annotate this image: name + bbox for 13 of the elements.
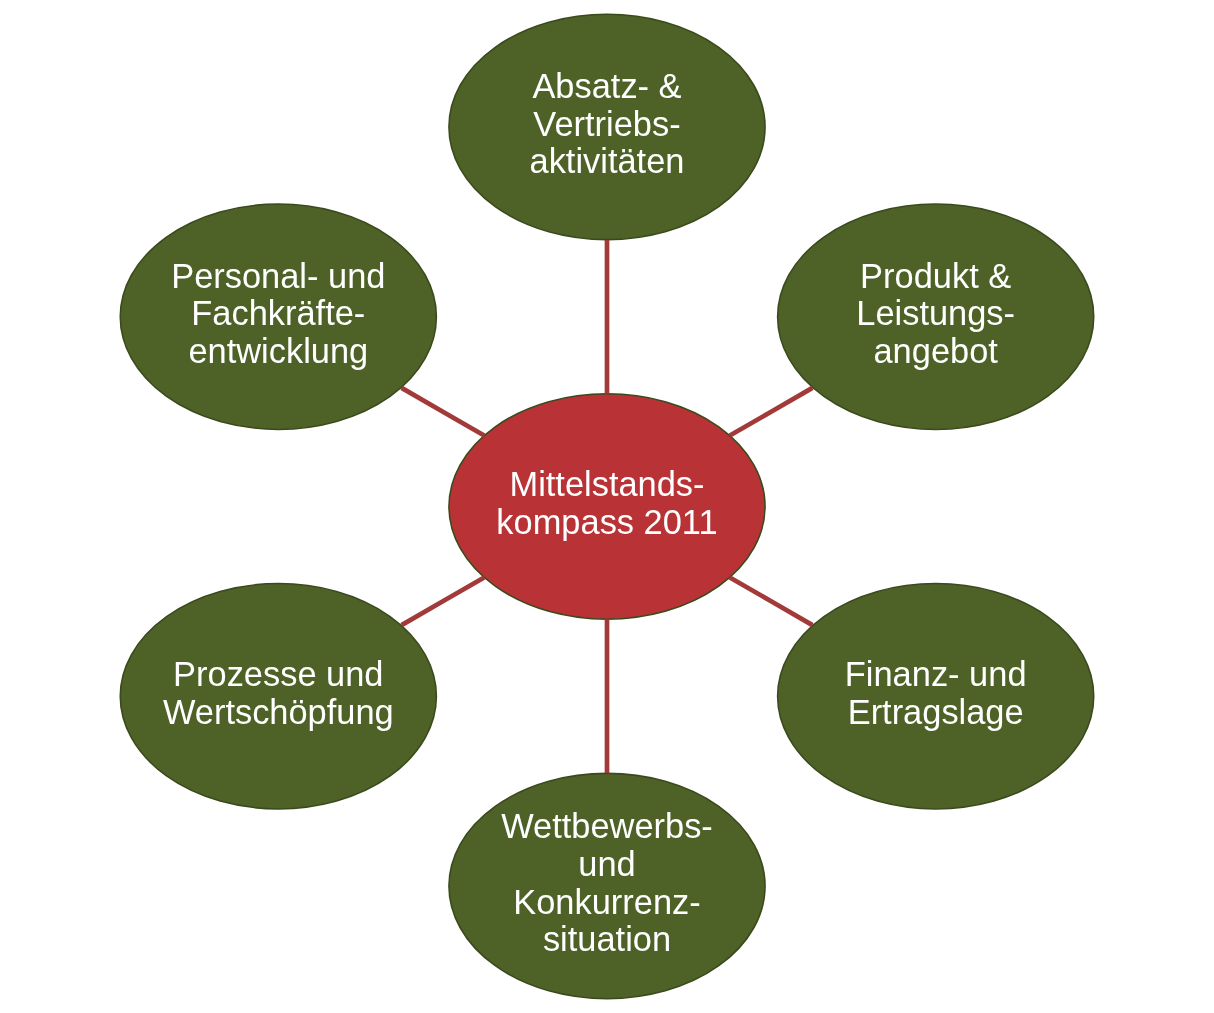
connector <box>728 575 814 628</box>
node-ellipse: Wettbewerbs- und Konkurrenz- situation <box>448 772 766 1000</box>
node-ellipse: Finanz- und Ertragslage <box>776 582 1095 810</box>
connector <box>728 385 814 438</box>
node-ellipse: Produkt & Leistungs- angebot <box>776 203 1095 431</box>
node-ellipse: Mittelstands- kompass 2011 <box>448 393 766 620</box>
node-ellipse: Prozesse und Wertschöpfung <box>119 582 438 810</box>
node-ellipse: Absatz- & Vertriebs- aktivitäten <box>448 13 766 241</box>
node-ellipse: Personal- und Fachkräfte- entwicklung <box>119 203 438 431</box>
connector <box>400 385 486 438</box>
connector <box>604 619 610 773</box>
connector <box>400 575 486 628</box>
connector <box>604 240 610 394</box>
